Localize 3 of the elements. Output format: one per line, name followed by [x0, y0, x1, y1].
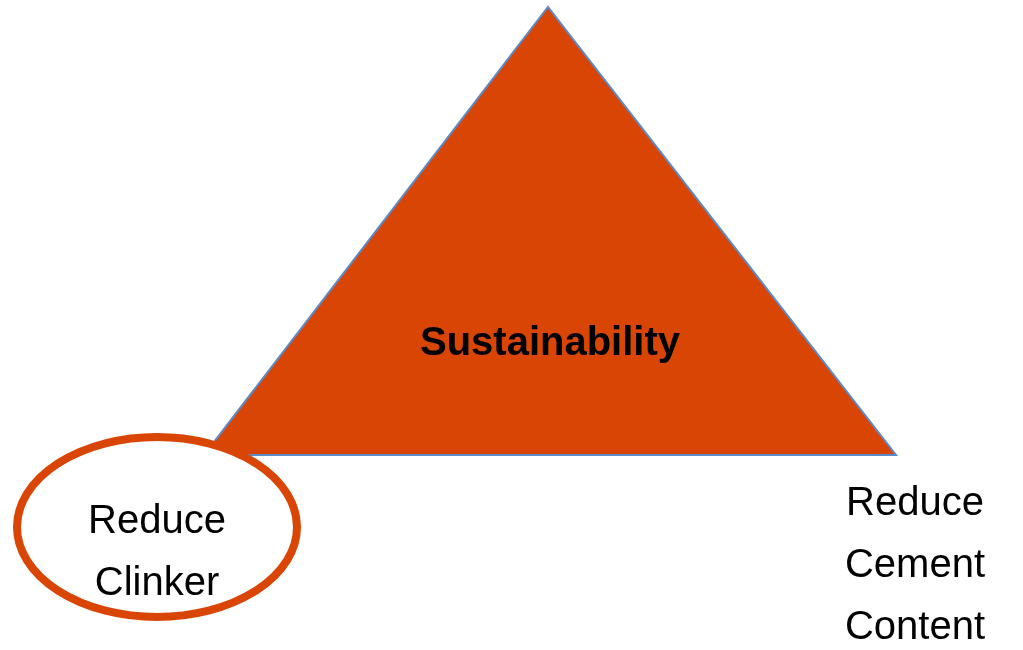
label-text: Reduce Cement Content	[843, 478, 987, 649]
shape-label: Sustainability	[418, 318, 682, 365]
label-text: Reduce Clinker	[87, 496, 227, 605]
